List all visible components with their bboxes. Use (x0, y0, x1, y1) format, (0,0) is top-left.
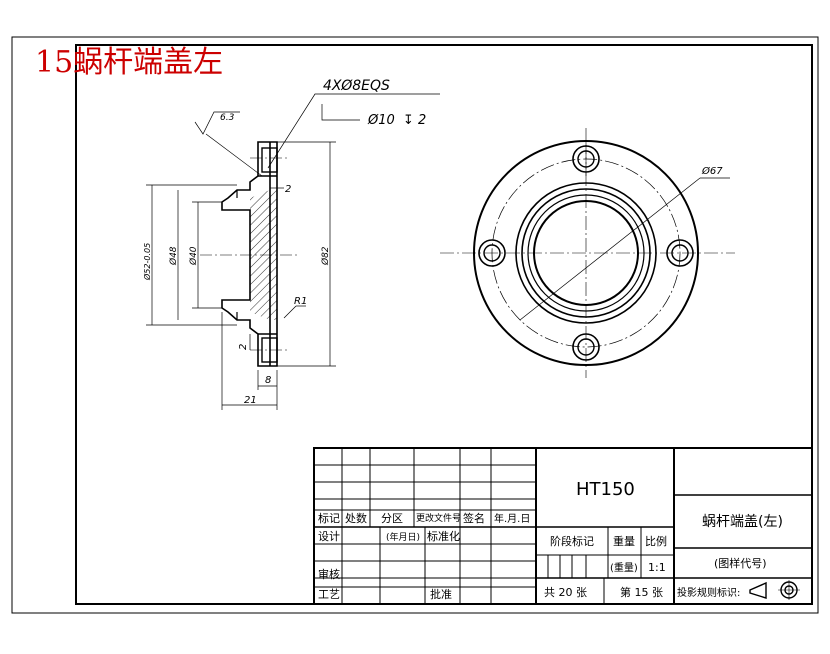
tb-standardize: 标准化 (427, 529, 460, 543)
surface-roughness: 6.3 (220, 113, 235, 123)
hole-callout-depth-icon: ↧ (403, 113, 414, 128)
title-block-texts: 标记 处数 分区 更改文件号 签名 年.月.日 设计 (年月日) 标准化 审核 … (318, 479, 783, 601)
tb-sheet-no: 第 15 张 (620, 585, 663, 599)
tb-review: 审核 (318, 567, 340, 581)
pcd-leader (519, 177, 730, 321)
title-block (313, 447, 813, 605)
tb-approve: 批准 (430, 587, 452, 601)
tb-drawing-code: (图样代号) (714, 556, 767, 570)
tb-stage: 阶段标记 (550, 534, 594, 548)
dim-8: 8 (265, 375, 271, 386)
section-centerlines (200, 157, 300, 351)
section-dimensions (146, 93, 440, 410)
tb-label-change-doc: 更改文件号 (416, 512, 461, 524)
section-view (221, 141, 278, 367)
dim-52: Ø52-0.05 (142, 243, 152, 281)
dim-40: Ø40 (188, 246, 199, 266)
tb-scale-value: 1:1 (648, 561, 666, 574)
tb-label-zone: 分区 (381, 512, 403, 525)
hole-callout-main: 4XØ8EQS (323, 78, 390, 94)
tb-material: HT150 (576, 479, 635, 500)
hole-callout-depth: 2 (418, 113, 426, 128)
dim-48: Ø48 (168, 246, 179, 266)
tb-label-sign: 签名 (463, 511, 485, 525)
front-view-centerlines (440, 128, 735, 378)
tb-weight: 重量 (613, 534, 635, 548)
tb-date-paren: (年月日) (386, 531, 420, 543)
dim-radius: R1 (294, 296, 307, 307)
tb-total-sheets: 共 20 张 (544, 586, 587, 599)
dim-82: Ø82 (320, 246, 331, 266)
dim-21: 21 (244, 395, 257, 406)
tb-part-name: 蜗杆端盖(左) (702, 514, 783, 530)
drawing-title: 15蜗杆端盖左 (35, 45, 223, 80)
pcd-diameter: Ø67 (701, 165, 723, 177)
sheet-border (11, 36, 819, 614)
tb-scale: 比例 (645, 534, 667, 548)
tb-weight-value: (重量) (610, 561, 638, 574)
tb-label-mark: 标记 (318, 511, 340, 525)
section-dimension-texts: 4XØ8EQS Ø10 ↧ 2 6.3 2 R1 8 21 Ø52-0.05 Ø… (142, 78, 426, 406)
dim-2-top: 2 (285, 184, 291, 195)
tb-label-date: 年.月.日 (494, 512, 530, 525)
tb-projection-label: 投影规则标识: (677, 586, 740, 599)
dim-2-side: 2 (238, 344, 249, 350)
tb-design: 设计 (318, 530, 340, 543)
projection-symbol-icon (749, 580, 800, 600)
hole-callout-sub: Ø10 (367, 113, 395, 128)
section-outline (221, 141, 278, 367)
tb-process: 工艺 (318, 588, 340, 601)
tb-label-count: 处数 (345, 512, 367, 525)
